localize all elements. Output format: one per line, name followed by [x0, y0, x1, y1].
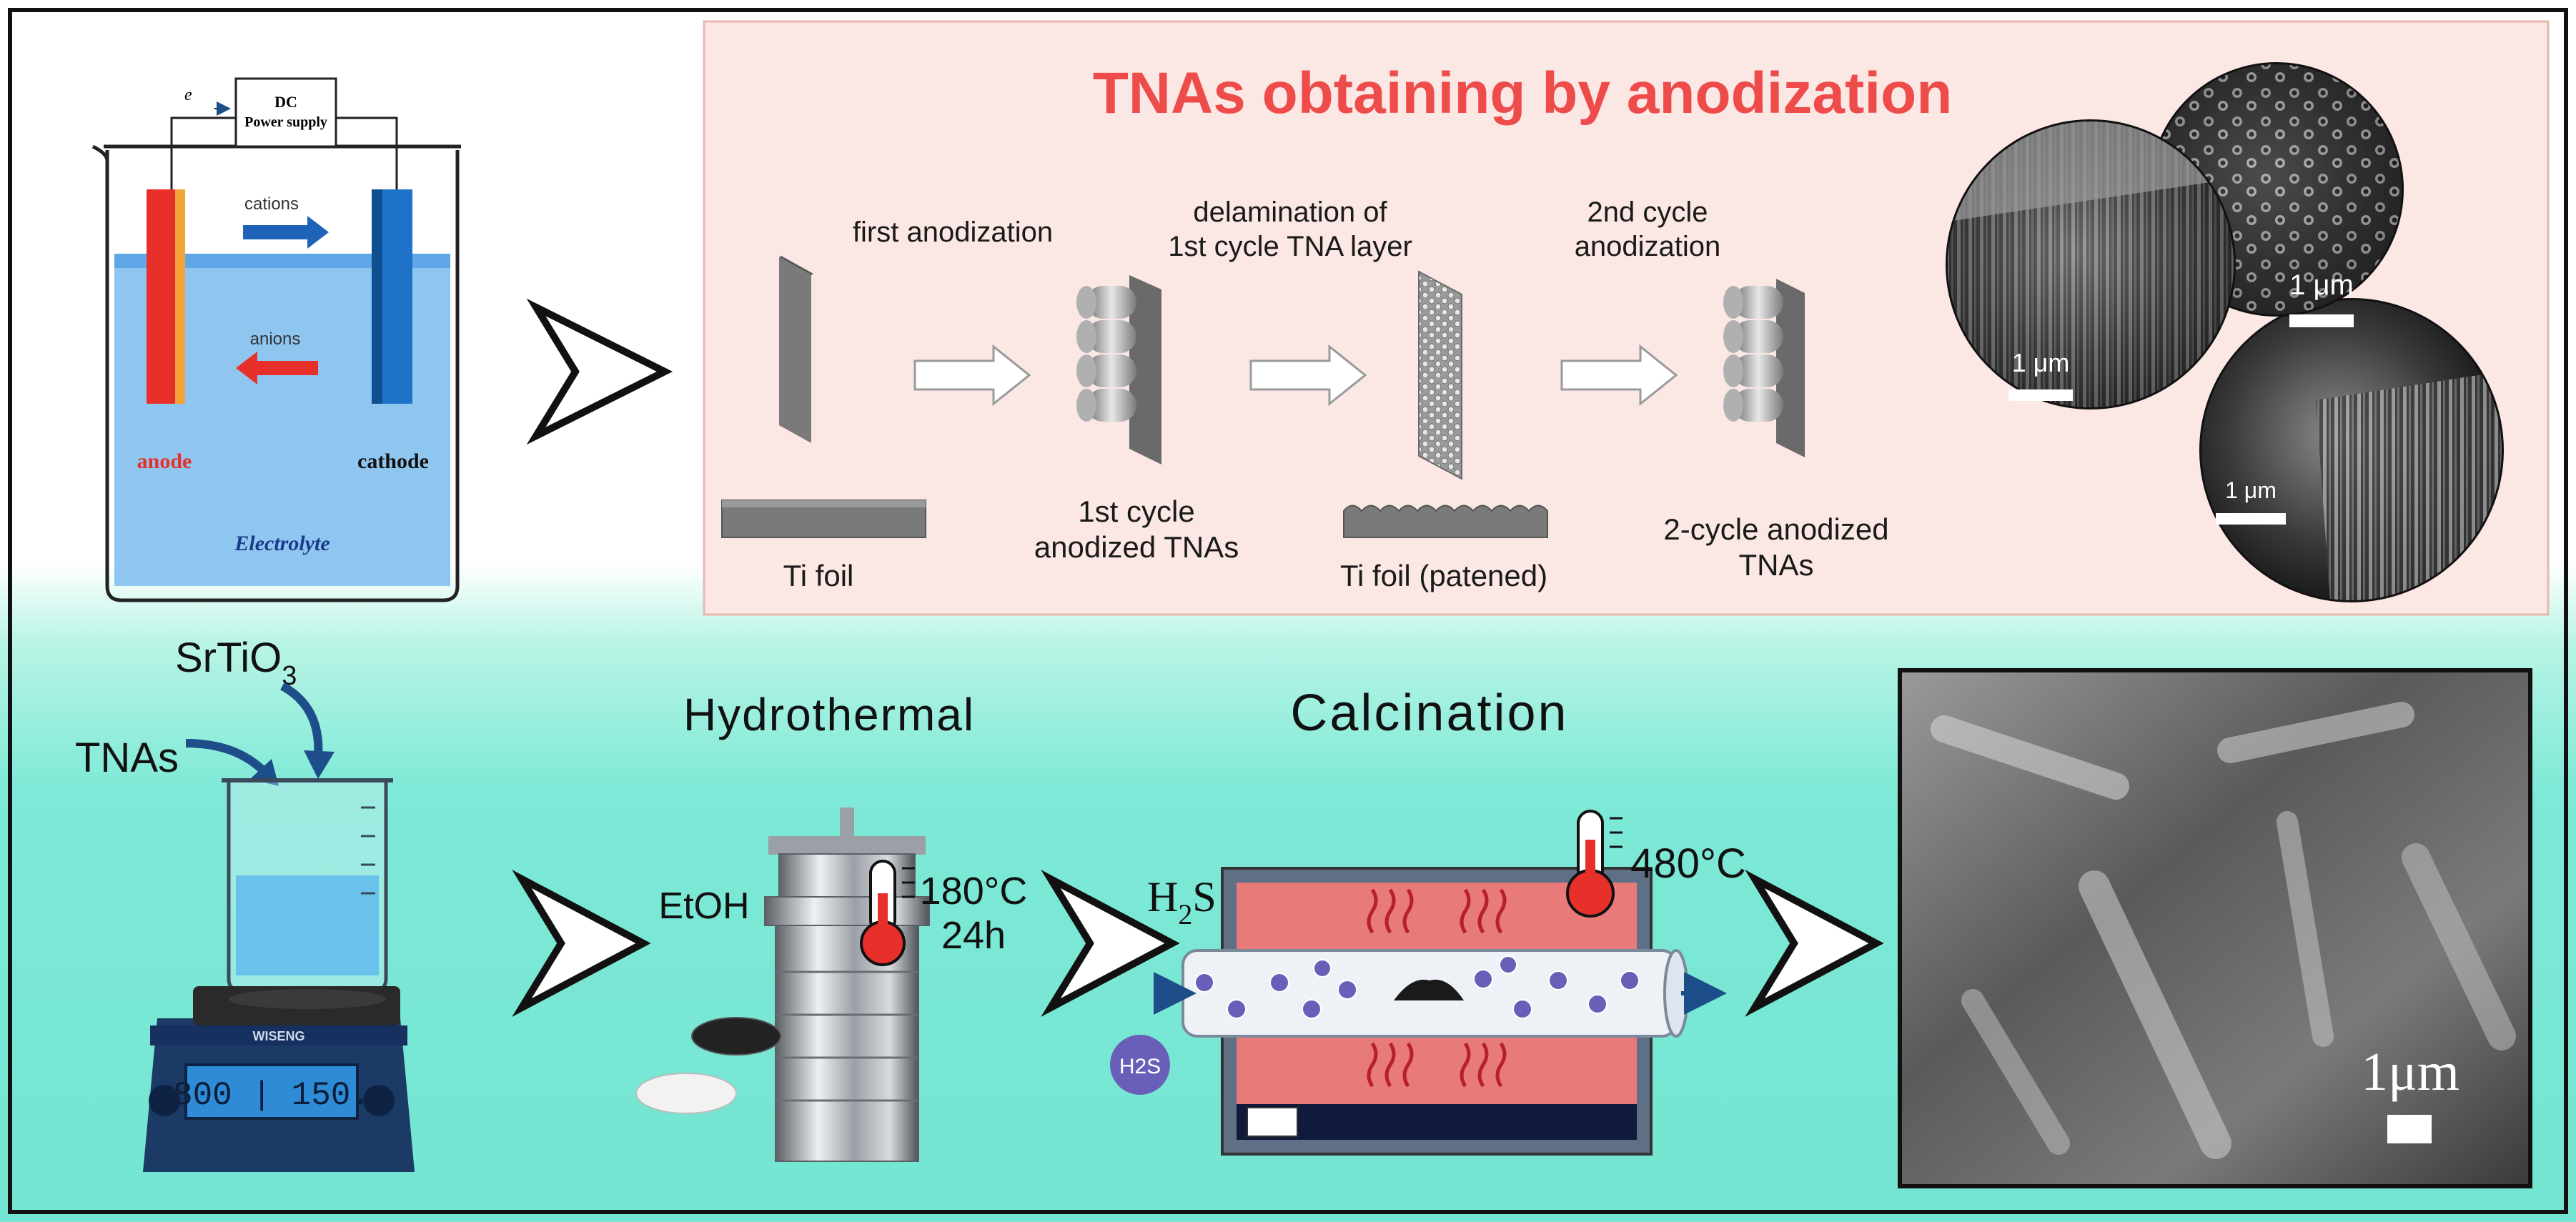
anodization-panel: TNAs obtaining by anodization first anod…	[703, 20, 2550, 616]
cations-label: cations	[244, 194, 299, 214]
hydrothermal-stage: Hydrothermal EtOH 180°C 24h	[635, 689, 1028, 1162]
anions-label: anions	[250, 329, 301, 349]
hydrothermal-temperature: 180°C	[920, 870, 1028, 913]
sem-scale-label-3: 1 μm	[2225, 477, 2277, 503]
sem-final-scale-bar	[2387, 1115, 2432, 1143]
beaker-outline	[105, 150, 460, 602]
beaker-solution	[236, 875, 379, 975]
mixing-stage: SrTiO3 TNAs WISENG 800 | 150.	[75, 635, 415, 1172]
stirrer-display-text: 800 | 150.	[173, 1077, 370, 1114]
stage-first-tnas-1: 1st cycle	[1078, 495, 1194, 528]
step-second-2: anodization	[1575, 231, 1721, 262]
tnas-arrow	[185, 739, 268, 775]
stirrer-display	[184, 1063, 359, 1120]
flow-chevron-3	[1041, 870, 1180, 1017]
cathode	[382, 189, 412, 404]
white-powder	[635, 1073, 737, 1114]
hydrothermal-time: 24h	[941, 914, 1006, 957]
autoclave	[764, 808, 930, 1162]
sem-micrograph-bottom: 1 μm	[2199, 298, 2504, 602]
patterned-foil-plate	[1418, 270, 1462, 480]
process-arrow-3	[1560, 344, 1678, 407]
second-cycle-tnas	[1723, 279, 1805, 457]
step-first-anodization: first anodization	[853, 217, 1053, 248]
electrolytic-cell: DC Power supply e cations anions anode c…	[91, 77, 461, 602]
hydrothermal-title: Hydrothermal	[683, 689, 975, 740]
flow-chevron-2	[512, 870, 651, 1017]
thermometer-icon-furnace	[1566, 810, 1623, 918]
sem-final-scale-label: 1μm	[2361, 1042, 2459, 1102]
mixing-beaker	[227, 783, 388, 992]
sem-scale-bar-3	[2216, 513, 2286, 525]
stage-second-tnas-2: TNAs	[1739, 548, 1814, 582]
figure-border	[8, 8, 2568, 1214]
ti-foil-plate	[779, 257, 811, 443]
stage-ti-patterned: Ti foil (patened)	[1340, 559, 1547, 592]
power-supply-label-1: DC	[274, 93, 297, 111]
patterned-foil-cross-section	[1343, 505, 1548, 538]
anode	[147, 189, 175, 404]
etoh-label: EtOH	[658, 885, 749, 927]
tnas-label: TNAs	[75, 735, 179, 781]
sem-scale-bar-2	[2289, 314, 2354, 327]
step-delamination-2: 1st cycle TNA layer	[1168, 231, 1412, 262]
srtio3-arrow	[280, 682, 323, 758]
electrolyte-label: Electrolyte	[234, 532, 330, 555]
furnace-heater-bottom	[1237, 1033, 1637, 1104]
panel-title: TNAs obtaining by anodization	[1093, 61, 1953, 126]
electron-label: e	[184, 86, 192, 104]
calcination-title: Calcination	[1290, 685, 1568, 742]
thermometer-icon	[860, 860, 915, 966]
black-powder	[691, 1017, 781, 1055]
calcination-temperature: 480°C	[1630, 840, 1746, 887]
stage-second-tnas-1: 2-cycle anodized	[1663, 512, 1888, 546]
process-arrow-1	[913, 344, 1031, 407]
dc-power-supply	[234, 77, 337, 148]
stirrer-brand: WISENG	[252, 1029, 304, 1043]
step-second-1: 2nd cycle	[1587, 197, 1708, 228]
sem-micrograph-final: 1μm	[1898, 668, 2532, 1188]
h2s-molecule-icon	[1110, 1035, 1170, 1095]
sem-scale-bar-1	[2008, 389, 2073, 401]
cathode-label: cathode	[357, 449, 429, 473]
calcination-stage: Calcination H2S flow H2S	[1110, 685, 1746, 1156]
power-supply-label-2: Power supply	[244, 114, 327, 130]
furnace-control-panel	[1247, 1107, 1298, 1137]
anode-label: anode	[137, 449, 192, 473]
anions-arrow	[236, 352, 318, 384]
sem-scale-label-2: 1 μm	[2289, 269, 2354, 301]
flow-chevron-4	[1745, 870, 1884, 1017]
stage-first-tnas-2: anodized TNAs	[1034, 530, 1239, 564]
step-delamination-1: delamination of	[1193, 197, 1387, 228]
flow-chevron-1	[526, 298, 673, 445]
sample-powder	[1394, 979, 1464, 1000]
cations-arrow	[243, 216, 329, 249]
h2s-molecule-label: H2S	[1119, 1055, 1161, 1078]
first-cycle-tnas	[1076, 275, 1161, 465]
stage-ti-foil: Ti foil	[783, 559, 854, 592]
sem-scale-label-1: 1 μm	[2012, 348, 2070, 377]
process-arrow-2	[1249, 344, 1367, 407]
srtio3-label: SrTiO3	[175, 635, 297, 691]
sem-micrograph-left: 1 μm	[1946, 119, 2236, 409]
